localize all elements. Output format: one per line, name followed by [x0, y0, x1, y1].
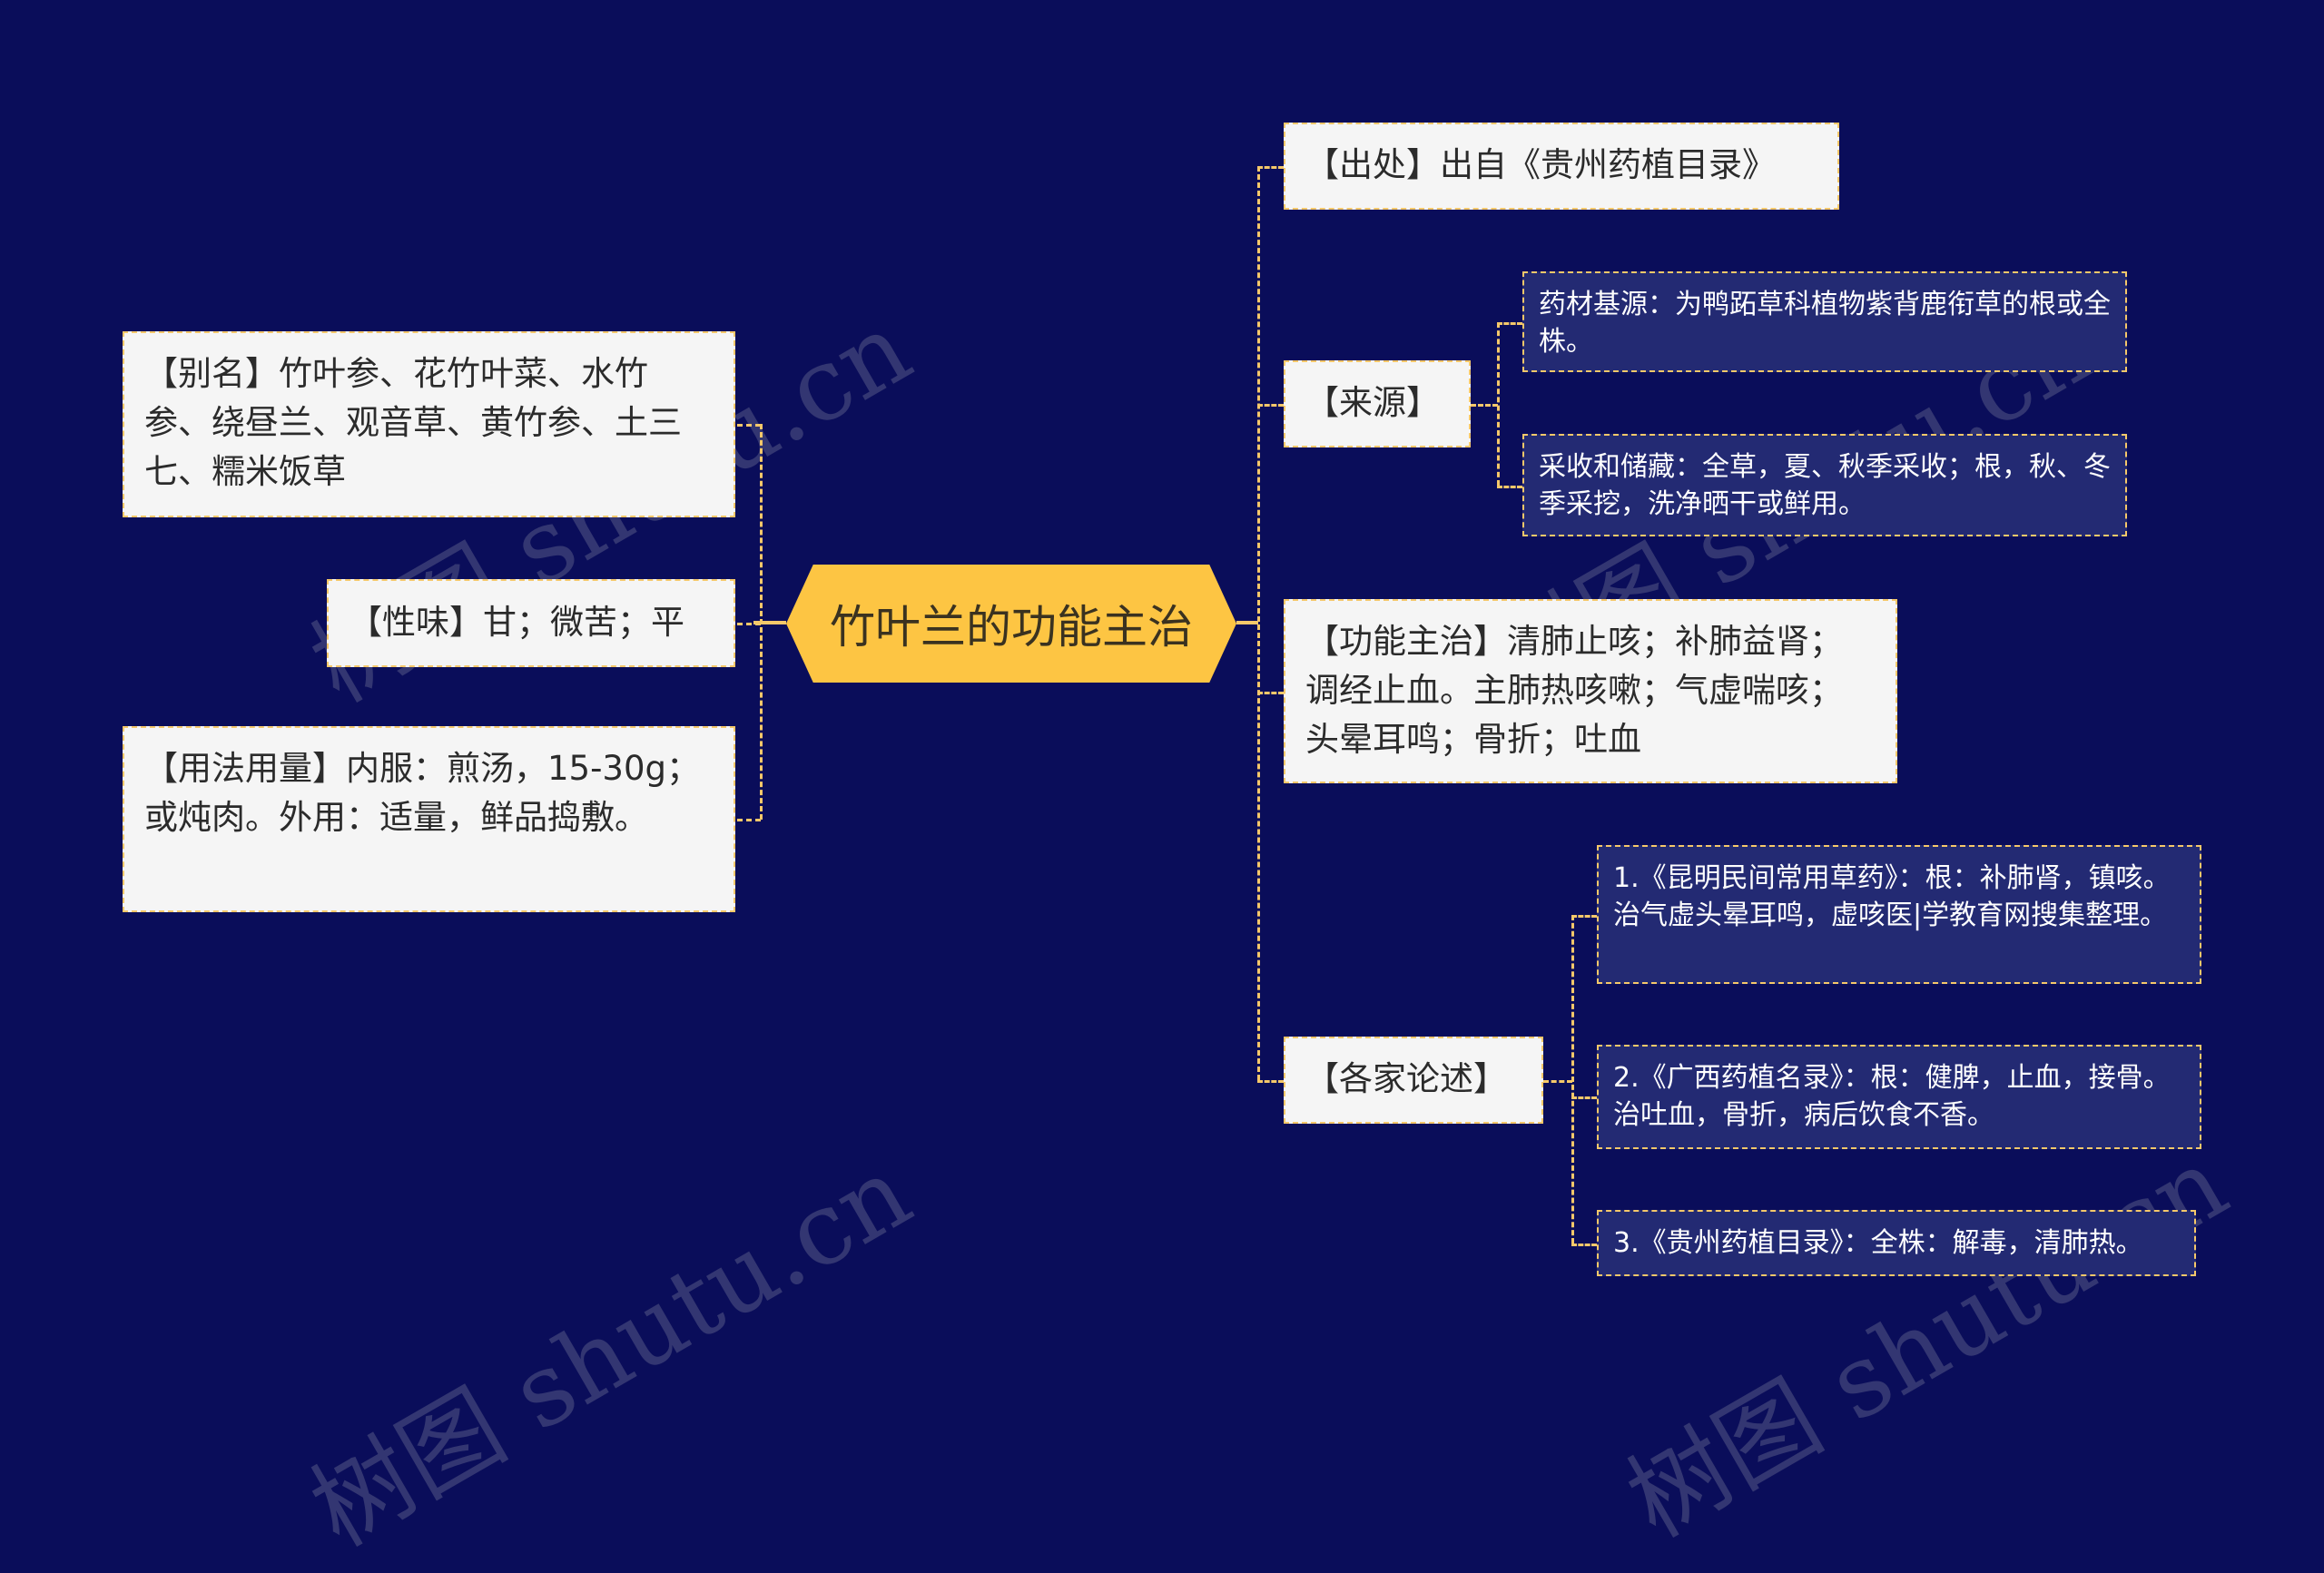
connector: [1497, 486, 1522, 488]
node-source[interactable]: 【来源】: [1284, 360, 1471, 447]
node-taste[interactable]: 【性味】甘；微苦；平: [327, 579, 735, 667]
watermark: 树图 shutu.cn: [292, 1134, 930, 1568]
sub-node-source-harvest[interactable]: 采收和储藏：全草，夏、秋季采收；根，秋、冬季采挖，洗净晒干或鲜用。: [1522, 434, 2127, 536]
node-origin[interactable]: 【出处】出自《贵州药植目录》: [1284, 123, 1839, 210]
left-spine: [760, 424, 763, 820]
connector: [1257, 692, 1284, 694]
connector: [1236, 621, 1258, 624]
node-alias[interactable]: 【别名】竹叶参、花竹叶菜、水竹参、绕昼兰、观音草、黄竹参、土三七、糯米饭草: [123, 331, 735, 517]
node-opinions[interactable]: 【各家论述】: [1284, 1037, 1543, 1124]
connector: [1497, 322, 1522, 325]
sub-node-source-base[interactable]: 药材基源：为鸭跖草科植物紫背鹿衔草的根或全株。: [1522, 271, 2127, 372]
connector: [1257, 404, 1284, 407]
connector: [1471, 404, 1498, 407]
connector: [737, 819, 761, 821]
connector: [753, 621, 786, 624]
sub-node-opinion-2[interactable]: 2.《广西药植名录》：根：健脾，止血，接骨。治吐血，骨折，病后饮食不香。: [1597, 1045, 2201, 1149]
connector: [1571, 1244, 1597, 1246]
connector: [1257, 166, 1284, 169]
node-function[interactable]: 【功能主治】清肺止咳；补肺益肾；调经止血。主肺热咳嗽；气虚喘咳；头晕耳鸣；骨折；…: [1284, 599, 1897, 783]
root-topic[interactable]: 竹叶兰的功能主治: [786, 565, 1236, 683]
connector: [737, 623, 761, 625]
right-spine: [1257, 166, 1260, 1080]
sub-node-opinion-3[interactable]: 3.《贵州药植目录》：全株：解毒，清肺热。: [1597, 1210, 2196, 1276]
node-usage[interactable]: 【用法用量】内服：煎汤，15-30g；或炖肉。外用：适量，鲜品捣敷。: [123, 726, 735, 912]
connector: [1543, 1080, 1572, 1083]
connector: [1571, 915, 1597, 918]
opinions-spine: [1571, 915, 1574, 1244]
sub-node-opinion-1[interactable]: 1.《昆明民间常用草药》：根：补肺肾，镇咳。治气虚头晕耳鸣，虚咳医|学教育网搜集…: [1597, 845, 2201, 984]
connector: [1571, 1096, 1597, 1099]
root-title: 竹叶兰的功能主治: [830, 601, 1193, 654]
watermark: 树图 shutu.cn: [1609, 1125, 2246, 1559]
source-spine: [1497, 322, 1500, 486]
connector: [1257, 1080, 1284, 1083]
connector: [737, 424, 761, 427]
